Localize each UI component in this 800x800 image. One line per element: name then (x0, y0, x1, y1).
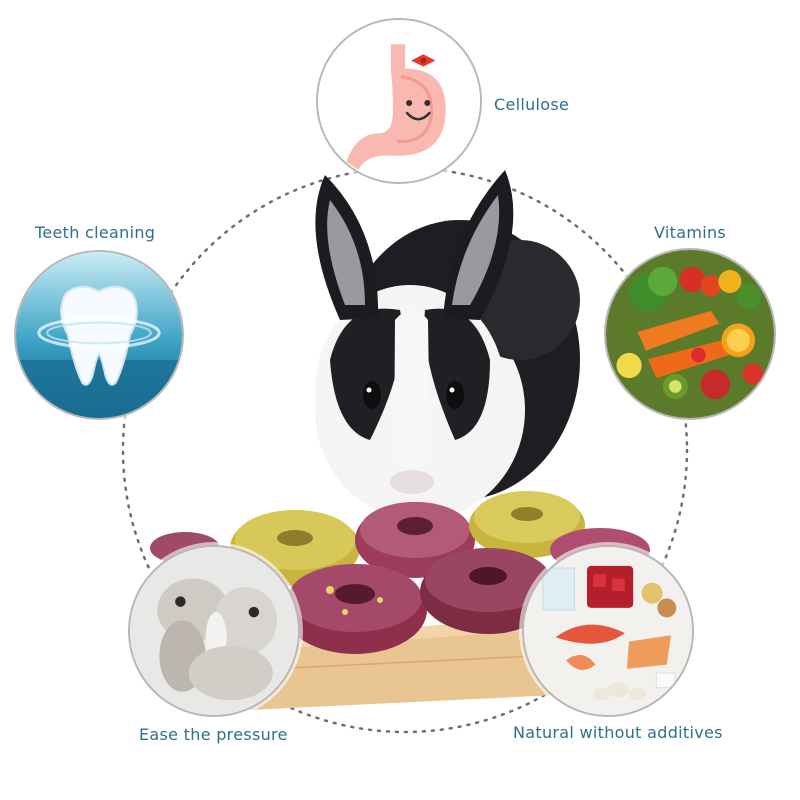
tooth-icon (16, 252, 182, 418)
bunnies-photo (130, 547, 298, 715)
natural-badge (522, 545, 694, 717)
bunny (315, 170, 580, 520)
rose-donut-right (420, 548, 556, 634)
natural-label: Natural without additives (513, 723, 723, 742)
vegetables-icon (606, 250, 774, 418)
vitamins-label: Vitamins (654, 223, 727, 242)
healthy-food-photo (524, 547, 692, 715)
dotted-ring (121, 166, 689, 734)
cellulose-label: Cellulose (494, 95, 570, 114)
teeth-cleaning-badge (14, 250, 184, 420)
ease-pressure-badge (128, 545, 300, 717)
smiling-stomach-icon (318, 20, 480, 182)
vitamins-badge (604, 248, 776, 420)
teeth-cleaning-label: Teeth cleaning (35, 223, 156, 242)
cellulose-badge (316, 18, 482, 184)
ease-pressure-label: Ease the pressure (139, 725, 288, 744)
rose-donut-front (283, 564, 427, 654)
